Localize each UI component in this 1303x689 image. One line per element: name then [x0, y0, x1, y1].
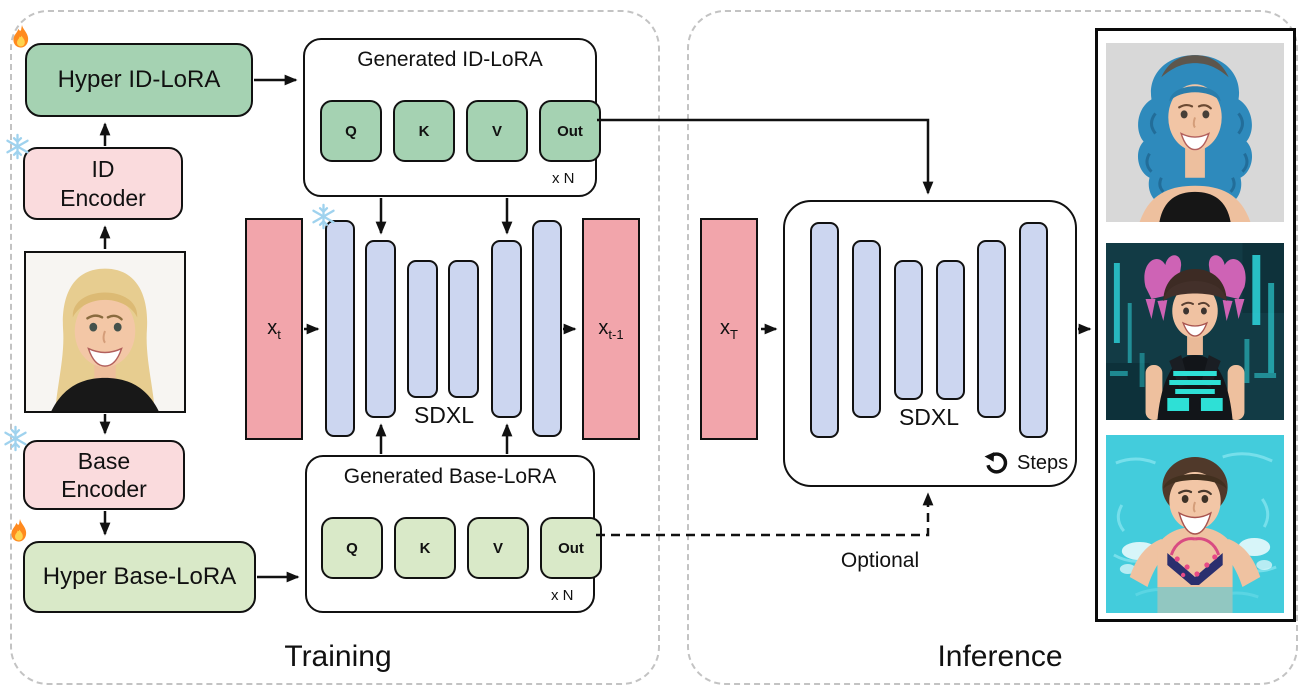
unet-bar-6 [532, 220, 562, 437]
base-encoder-line1: Base [77, 447, 131, 474]
latent-xt1-block: xt-1 [582, 218, 640, 440]
fire-icon [8, 519, 30, 550]
generated-id-lora-title: Generated ID-LoRA [357, 48, 543, 71]
unet-bar-2 [365, 240, 396, 418]
inference-section-frame [687, 10, 1298, 685]
output-image-pool [1106, 435, 1284, 613]
unet-bar-1 [325, 220, 355, 437]
inference-unet-bar-4 [936, 260, 965, 400]
id-lora-repeat-label: x N [552, 170, 575, 187]
inference-unet-bar-1 [810, 222, 839, 438]
unet-bar-4 [448, 260, 479, 398]
inference-section-label: Inference [937, 640, 1063, 673]
inference-unet-bar-3 [894, 260, 923, 400]
base-lora-repeat-label: x N [551, 587, 574, 604]
reference-photo [24, 251, 186, 413]
output-panel [1095, 28, 1296, 622]
output-image-cyberpunk [1106, 243, 1284, 420]
inference-sdxl-label: SDXL [898, 404, 960, 430]
base-encoder-box: Base Encoder [23, 440, 185, 510]
id-encoder-line2: Encoder [60, 184, 146, 211]
base-encoder-line2: Encoder [61, 476, 147, 502]
hyper-id-lora-box: Hyper ID-LoRA [25, 43, 253, 117]
id-lora-module-k: K [393, 100, 455, 162]
snowflake-icon [2, 425, 29, 457]
base-lora-module-v: V [467, 517, 529, 579]
snowflake-icon [4, 133, 31, 165]
snowflake-icon [310, 203, 337, 235]
id-encoder-line1: ID [91, 156, 115, 183]
inference-unet-bar-2 [852, 240, 881, 418]
training-sdxl-label: SDXL [413, 402, 475, 428]
unet-bar-3 [407, 260, 438, 398]
latent-xt-label: xt [267, 316, 281, 342]
base-lora-modules: Q K V Out [321, 517, 602, 579]
id-encoder-box: ID Encoder [23, 147, 183, 220]
training-section-label: Training [284, 640, 392, 673]
inference-unet-bar-5 [977, 240, 1006, 418]
unet-bar-5 [491, 240, 522, 418]
latent-xT-label: xT [720, 316, 738, 342]
output-image-blue-hair [1106, 43, 1284, 222]
hyper-base-lora-box: Hyper Base-LoRA [23, 541, 256, 613]
steps-label: Steps [1017, 452, 1069, 474]
id-lora-module-q: Q [320, 100, 382, 162]
hyper-base-lora-label: Hyper Base-LoRA [42, 563, 237, 591]
latent-xT-block: xT [700, 218, 758, 440]
generated-base-lora-title: Generated Base-LoRA [343, 465, 557, 488]
latent-xt-block: xt [245, 218, 303, 440]
id-lora-module-out: Out [539, 100, 601, 162]
training-section-frame [10, 10, 660, 685]
inference-unet-bar-6 [1019, 222, 1048, 438]
id-lora-module-v: V [466, 100, 528, 162]
latent-xt1-label: xt-1 [598, 316, 624, 342]
id-lora-modules: Q K V Out [320, 100, 601, 162]
steps-loop-icon [983, 449, 1010, 476]
base-lora-module-q: Q [321, 517, 383, 579]
hyper-id-lora-label: Hyper ID-LoRA [57, 66, 221, 94]
optional-label: Optional [840, 549, 920, 572]
base-lora-module-out: Out [540, 517, 602, 579]
base-lora-module-k: K [394, 517, 456, 579]
fire-icon [10, 25, 32, 56]
